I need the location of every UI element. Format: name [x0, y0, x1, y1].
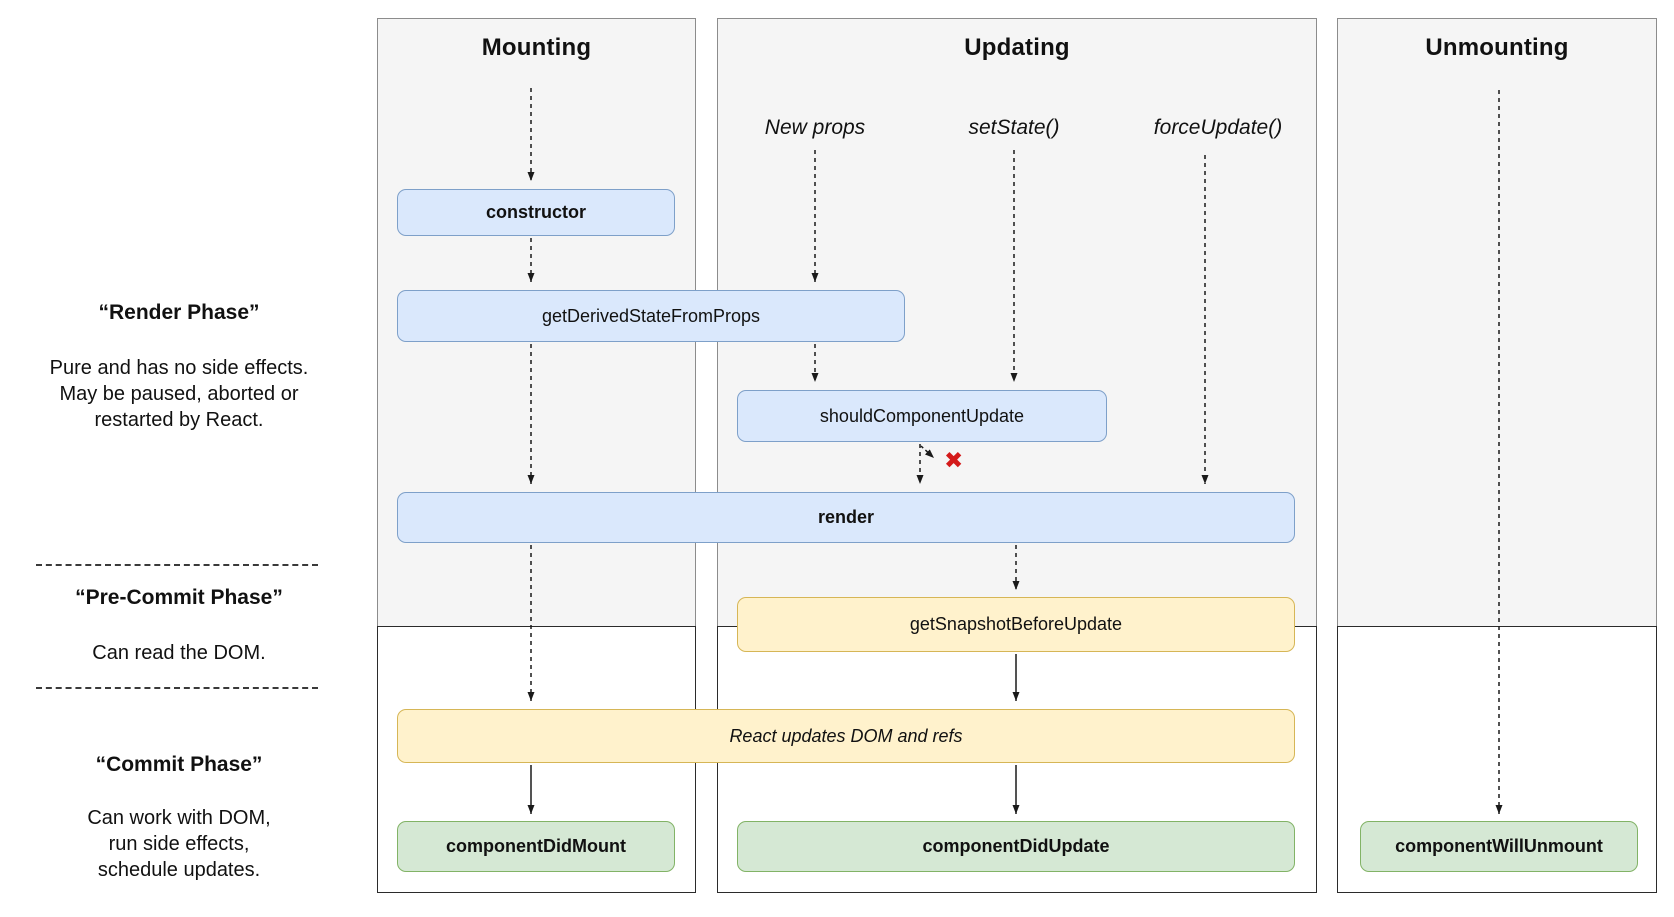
- phase-desc-pre-commit: Can read the DOM.: [19, 640, 339, 666]
- method-label-render: render: [817, 507, 875, 527]
- phase-desc-render: Pure and has no side effects. May be pau…: [19, 355, 339, 433]
- method-label-component-did-mount: componentDidMount: [446, 836, 626, 856]
- phase-desc-render-line3: restarted by React.: [94, 409, 264, 431]
- react-updates-dom-box: React updates DOM and refs: [397, 709, 1295, 763]
- method-box-render[interactable]: render: [397, 492, 1295, 543]
- method-label-get-derived-state-from-props: getDerivedStateFromProps: [541, 305, 761, 326]
- column-title-mounting: Mounting: [481, 34, 592, 61]
- unmounting-render-phase-region: [1337, 18, 1657, 627]
- phase-divider-top: [36, 564, 318, 566]
- method-box-should-component-update[interactable]: shouldComponentUpdate: [737, 390, 1107, 442]
- blocked-x-icon: ✖: [944, 447, 964, 473]
- method-label-component-did-update: componentDidUpdate: [922, 836, 1110, 856]
- trigger-force-update: forceUpdate(): [1153, 116, 1283, 139]
- phase-label-pre-commit: “Pre-Commit Phase”: [75, 586, 283, 609]
- dashed-arrow-scu-false-branch: [920, 445, 935, 459]
- phase-divider-bottom: [36, 687, 318, 689]
- method-label-constructor: constructor: [485, 202, 586, 222]
- method-label-get-snapshot-before-update: getSnapshotBeforeUpdate: [909, 614, 1123, 634]
- method-box-component-did-update[interactable]: componentDidUpdate: [737, 821, 1295, 872]
- method-box-get-snapshot-before-update[interactable]: getSnapshotBeforeUpdate: [737, 597, 1295, 652]
- phase-desc-commit-line2: run side effects,: [108, 833, 250, 855]
- phase-desc-commit: Can work with DOM, run side effects, sch…: [19, 805, 339, 883]
- method-box-component-will-unmount[interactable]: componentWillUnmount: [1360, 821, 1638, 872]
- method-box-component-did-mount[interactable]: componentDidMount: [397, 821, 675, 872]
- method-label-component-will-unmount: componentWillUnmount: [1395, 836, 1603, 856]
- method-box-get-derived-state-from-props[interactable]: getDerivedStateFromProps: [397, 290, 905, 342]
- method-box-constructor[interactable]: constructor: [397, 189, 675, 236]
- method-label-should-component-update: shouldComponentUpdate: [819, 405, 1025, 426]
- trigger-new-props: New props: [764, 116, 866, 139]
- phase-label-commit: “Commit Phase”: [95, 753, 263, 776]
- phase-desc-pre-commit-line1: Can read the DOM.: [92, 642, 266, 664]
- react-updates-dom-label: React updates DOM and refs: [729, 725, 963, 746]
- phase-desc-render-line1: Pure and has no side effects.: [49, 357, 309, 379]
- phase-desc-render-line2: May be paused, aborted or: [59, 383, 299, 405]
- trigger-set-state: setState(): [968, 116, 1060, 139]
- column-title-updating: Updating: [964, 34, 1070, 61]
- column-title-unmounting: Unmounting: [1425, 34, 1569, 61]
- phase-desc-commit-line1: Can work with DOM,: [87, 807, 271, 829]
- phase-desc-commit-line3: schedule updates.: [97, 859, 261, 881]
- phase-label-render: “Render Phase”: [98, 301, 260, 324]
